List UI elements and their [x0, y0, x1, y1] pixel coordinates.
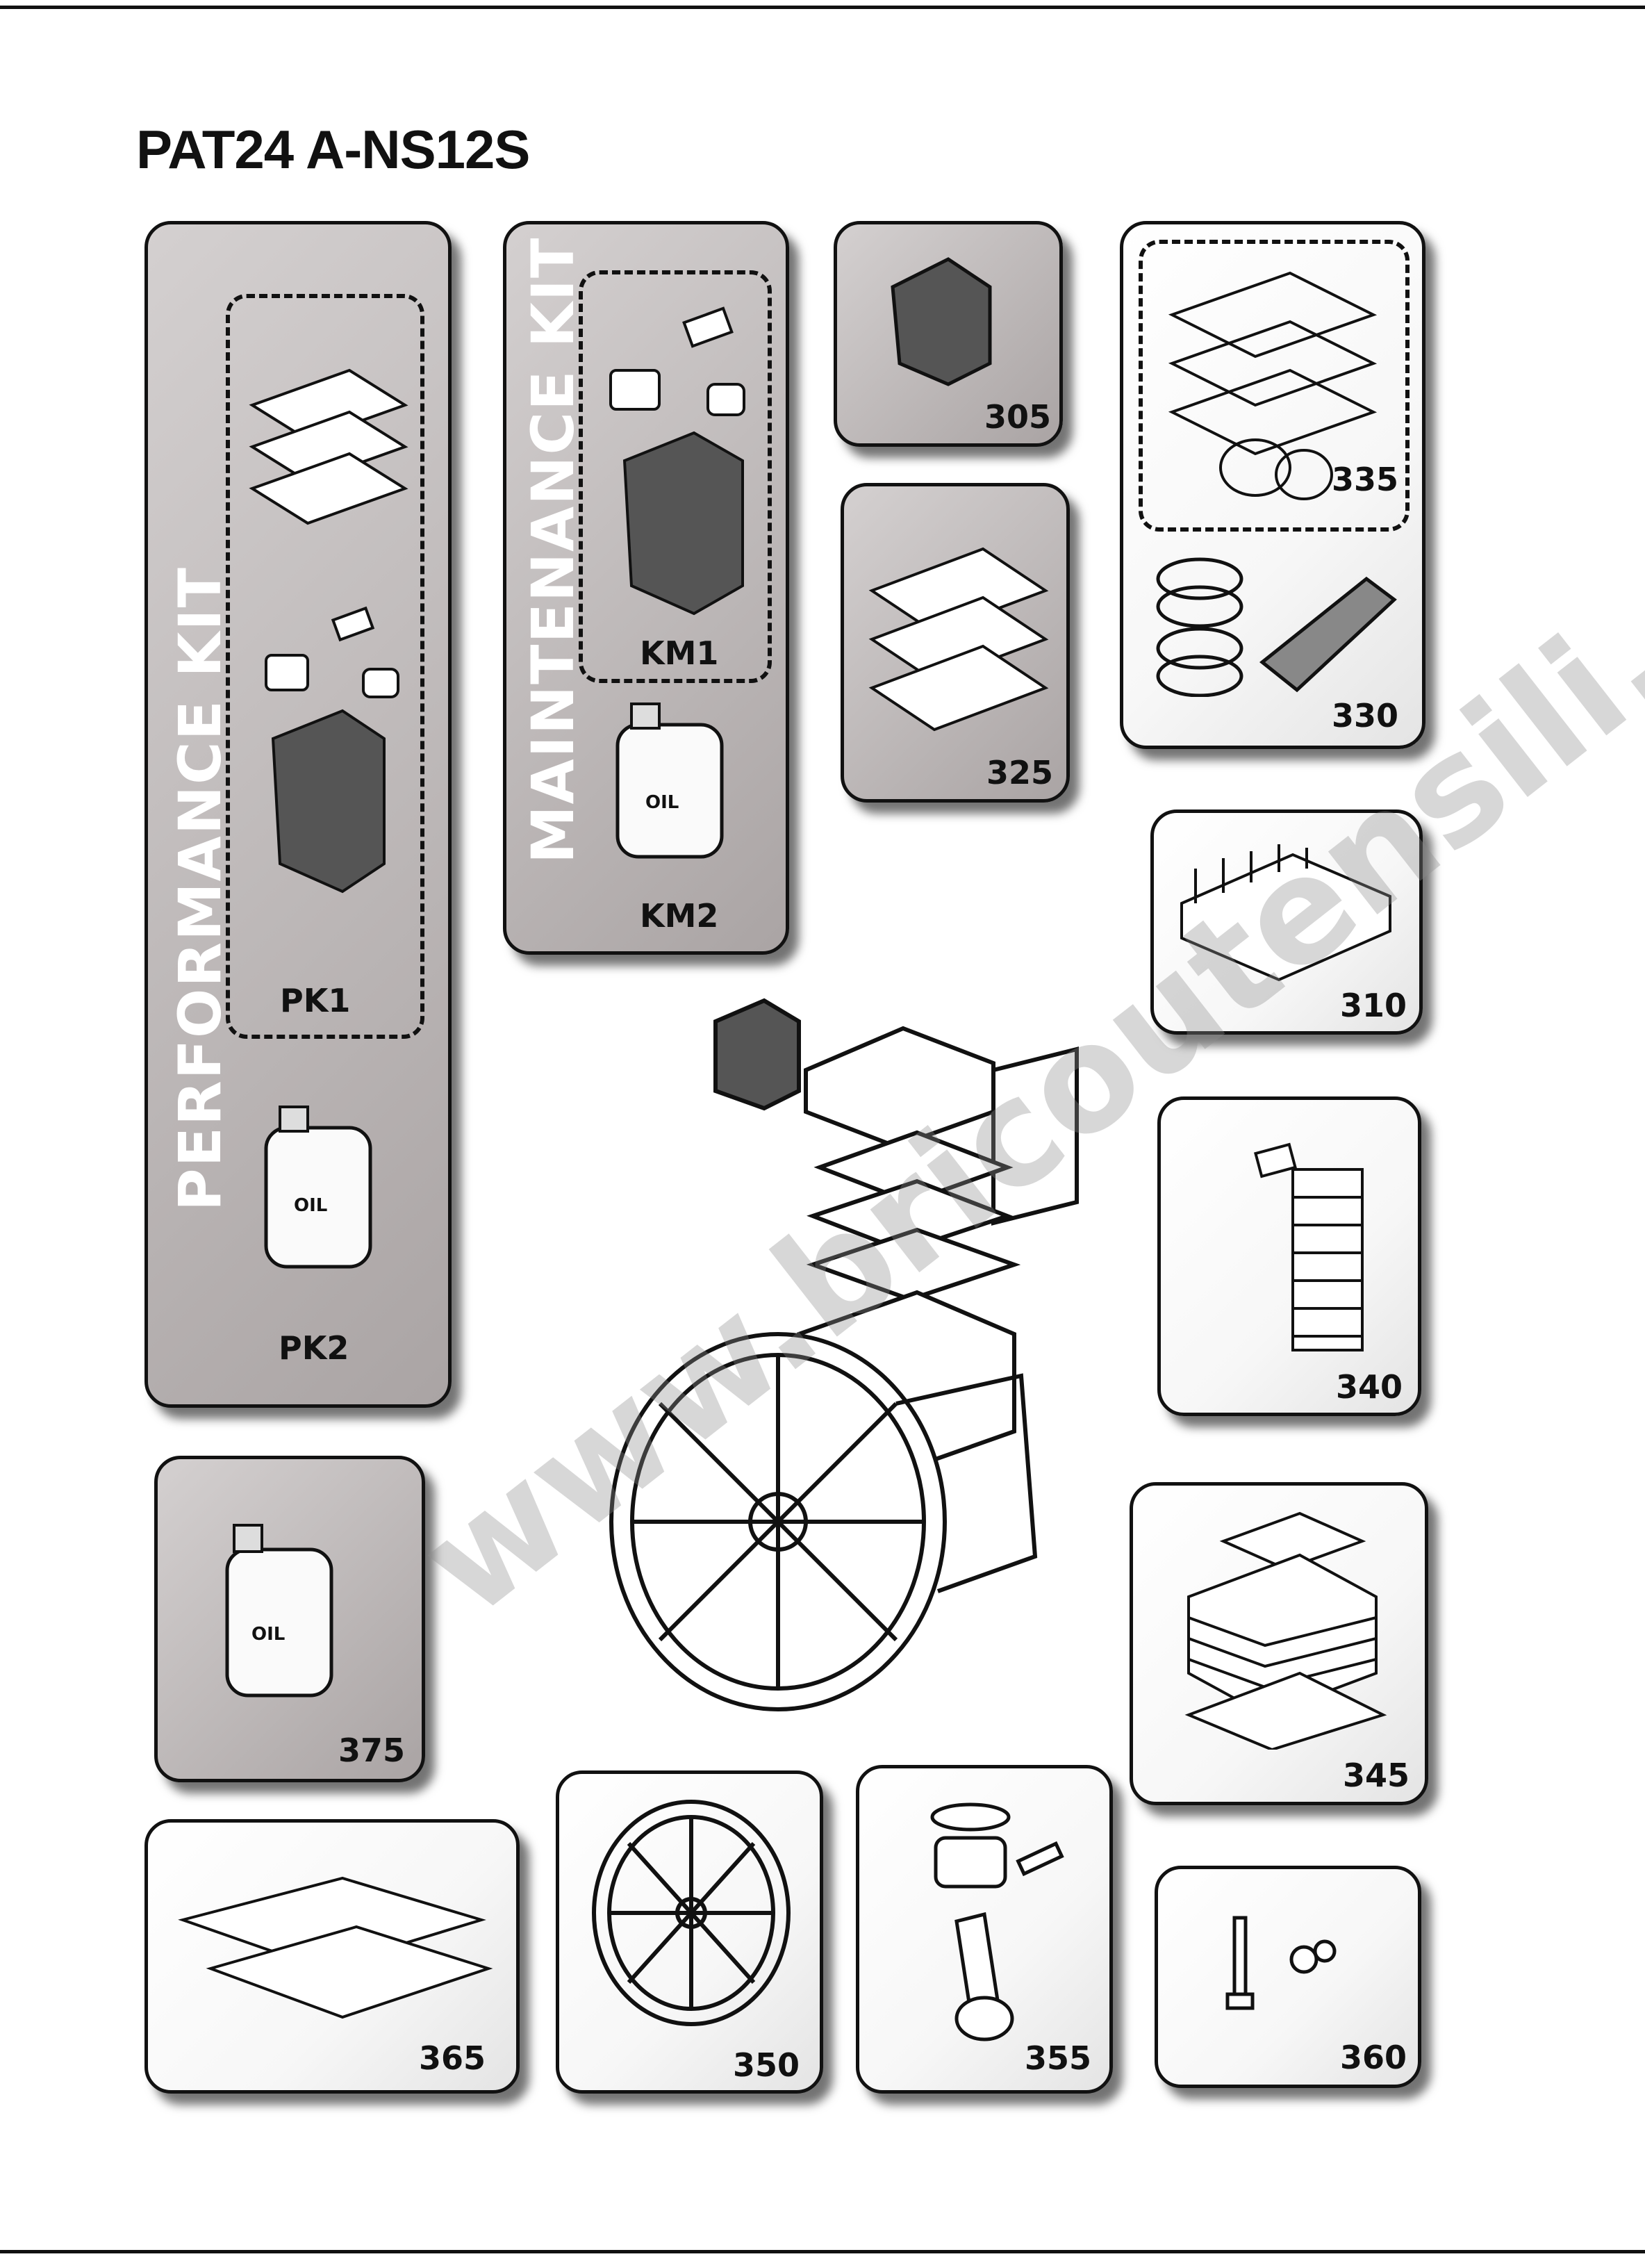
part-335-330-panel: 335 330 [1120, 221, 1425, 749]
part-345-panel: 345 [1130, 1482, 1428, 1805]
part-330-label: 330 [1332, 697, 1399, 734]
piston-rings-crankshaft-icon [1156, 557, 1397, 697]
part-375-label: 375 [338, 1732, 406, 1769]
part-375-panel: OIL 375 [154, 1456, 425, 1782]
km1-label: KM1 [640, 634, 719, 672]
pk2-label: PK2 [279, 1329, 349, 1367]
part-365-panel: 365 [144, 1819, 520, 2094]
part-355-panel: 355 [856, 1765, 1113, 2094]
cooling-pipe-icon [1254, 1142, 1364, 1351]
part-310-panel: 310 [1150, 810, 1423, 1035]
km2-oil-can-icon: OIL [615, 702, 724, 859]
part-345-label: 345 [1343, 1757, 1410, 1794]
part-305-label: 305 [984, 398, 1052, 436]
gasket-set-icon [1168, 271, 1378, 500]
part-325-panel: 325 [841, 483, 1070, 803]
pk2-oil-can-icon: OIL [264, 1106, 372, 1269]
performance-kit-heading: PERFORMANCE KIT [166, 566, 234, 1211]
bolt-washer-icon [1225, 1916, 1337, 2010]
km2-oil-text: OIL [645, 792, 679, 813]
page-title: PAT24 A-NS12S [136, 119, 530, 180]
pk1-kit-outline [226, 294, 424, 1039]
cylinder-block-icon [1184, 1511, 1387, 1750]
base-cover-gasket-icon [178, 1876, 493, 2019]
km1-kit-outline [579, 270, 772, 683]
part-325-label: 325 [986, 754, 1054, 791]
performance-kit-panel: PERFORMANCE KIT PK1 OIL PK2 [144, 221, 452, 1408]
part-305-panel: 305 [834, 221, 1063, 447]
bottom-rule [0, 2250, 1645, 2253]
pulley-wheel-icon [592, 1800, 791, 2026]
part-335-label: 335 [1332, 461, 1399, 498]
air-filter-icon [891, 257, 992, 386]
cylinder-head-icon [1180, 844, 1391, 982]
part-350-panel: 350 [556, 1770, 823, 2094]
maintenance-kit-heading: MAINTENANCE KIT [519, 236, 587, 864]
km2-label: KM2 [640, 897, 719, 935]
top-rule [0, 6, 1645, 9]
piston-rod-icon [930, 1802, 1064, 2041]
part-340-panel: 340 [1157, 1096, 1421, 1416]
part-350-label: 350 [733, 2046, 800, 2084]
pk1-parts-icon [249, 368, 408, 894]
part-340-label: 340 [1336, 1368, 1403, 1406]
part-335-kit-outline [1139, 240, 1410, 532]
km1-parts-icon [609, 306, 745, 616]
part-360-panel: 360 [1155, 1866, 1421, 2088]
pk1-label: PK1 [280, 982, 351, 1019]
pk2-oil-text: OIL [294, 1195, 327, 1216]
valve-plate-gasket-icon [868, 547, 1049, 732]
maintenance-kit-panel: MAINTENANCE KIT KM1 OIL KM2 [503, 221, 789, 955]
part-365-label: 365 [419, 2039, 486, 2077]
part-310-label: 310 [1340, 987, 1407, 1024]
part-360-label: 360 [1340, 2039, 1407, 2076]
compressor-exploded-diagram [609, 998, 1079, 1711]
part-355-label: 355 [1025, 2039, 1092, 2077]
oil-can-icon: OIL [225, 1524, 333, 1698]
part-375-oil-text: OIL [251, 1624, 285, 1645]
